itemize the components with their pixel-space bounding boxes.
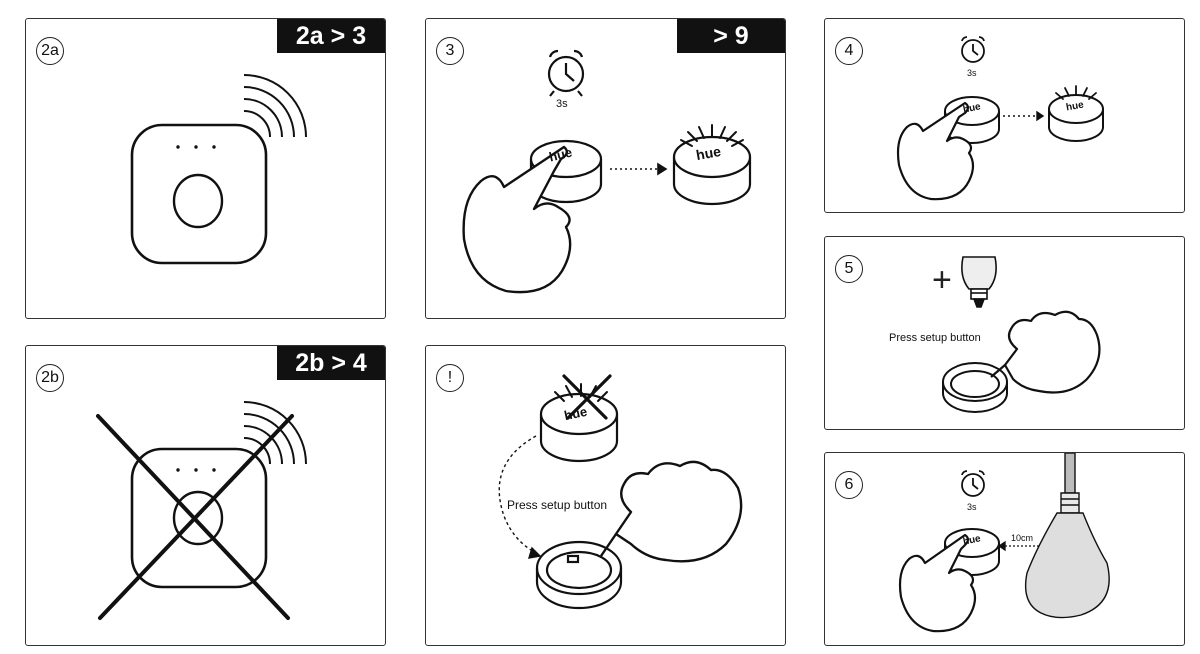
alarm-clock-icon: [547, 49, 585, 97]
reset-illustration: [498, 374, 743, 610]
wifi-signal-icon: [243, 74, 307, 138]
bridge-led-dot: [212, 145, 216, 149]
bridge-led-dot: [212, 468, 216, 472]
setup-button-illustration: [942, 256, 1101, 413]
alarm-clock-icon: [961, 36, 985, 63]
hue-button-device-lit: [1048, 94, 1104, 142]
panel-5: 5 + Press setup button: [824, 236, 1185, 430]
pointing-hand-icon: [898, 533, 977, 633]
cross-out-icon: [96, 414, 294, 620]
bridge-body: [130, 123, 268, 265]
pointing-hand-icon: [462, 145, 572, 294]
panel-warning: ! Press setup: [425, 345, 786, 646]
timer-label: 3s: [967, 502, 977, 512]
step-badge-5: 5: [835, 255, 863, 283]
plus-sign: +: [932, 261, 952, 299]
bridge-crossed-illustration: [96, 401, 307, 620]
bridge-led-dot: [194, 468, 198, 472]
press-hold-illustration: [462, 49, 752, 294]
proximity-illustration: [898, 453, 1110, 633]
panel-6: 6 3s 10cm hue: [824, 452, 1185, 646]
press-hold-small-illustration: [896, 36, 1104, 201]
step-tag-3: > 9: [677, 19, 785, 53]
fist-pressing-icon: [990, 310, 1101, 394]
bridge-led-dot: [194, 145, 198, 149]
step-badge-2a: 2a: [36, 37, 64, 65]
bridge-led-dot: [176, 145, 180, 149]
open-button-casing: [942, 362, 1008, 413]
panel-3: 3 > 9: [425, 18, 786, 319]
panel-4: 4 3s hue hue: [824, 18, 1185, 213]
distance-label: 10cm: [1011, 533, 1034, 543]
hue-button-device: [539, 392, 619, 463]
timer-label: 3s: [967, 68, 977, 78]
alarm-clock-icon: [961, 470, 985, 497]
step-tag-2a: 2a > 3: [277, 19, 385, 53]
dotted-arrow-icon: [610, 162, 668, 176]
step-badge-6: 6: [835, 471, 863, 499]
bridge-led-dot: [176, 468, 180, 472]
timer-label: 3s: [556, 98, 568, 110]
step-badge-3: 3: [436, 37, 464, 65]
curved-dashed-arrow-icon: [498, 435, 542, 559]
dotted-arrow-icon: [1003, 110, 1045, 122]
led-rays-icon: [680, 124, 744, 147]
press-setup-caption: Press setup button: [889, 332, 981, 344]
pointing-hand-icon: [896, 101, 975, 201]
bridge-button: [172, 490, 224, 546]
led-rays-icon: [1055, 85, 1097, 100]
open-button-casing: [535, 540, 623, 610]
panel-2b: 2b 2b > 4: [25, 345, 386, 646]
light-bulb-icon: [961, 256, 997, 308]
step-badge-warning: !: [436, 364, 464, 392]
step-badge-2b: 2b: [36, 364, 64, 392]
bridge-illustration: [130, 74, 307, 265]
light-bulb-large-icon: [1024, 453, 1110, 619]
bridge-button: [172, 173, 224, 229]
panel-2a: 2a 2a > 3: [25, 18, 386, 319]
step-badge-4: 4: [835, 37, 863, 65]
press-setup-caption: Press setup button: [507, 498, 608, 512]
bridge-body: [130, 447, 268, 589]
cross-out-icon: [562, 374, 612, 420]
step-tag-2b: 2b > 4: [277, 346, 385, 380]
fist-pressing-icon: [600, 460, 743, 563]
